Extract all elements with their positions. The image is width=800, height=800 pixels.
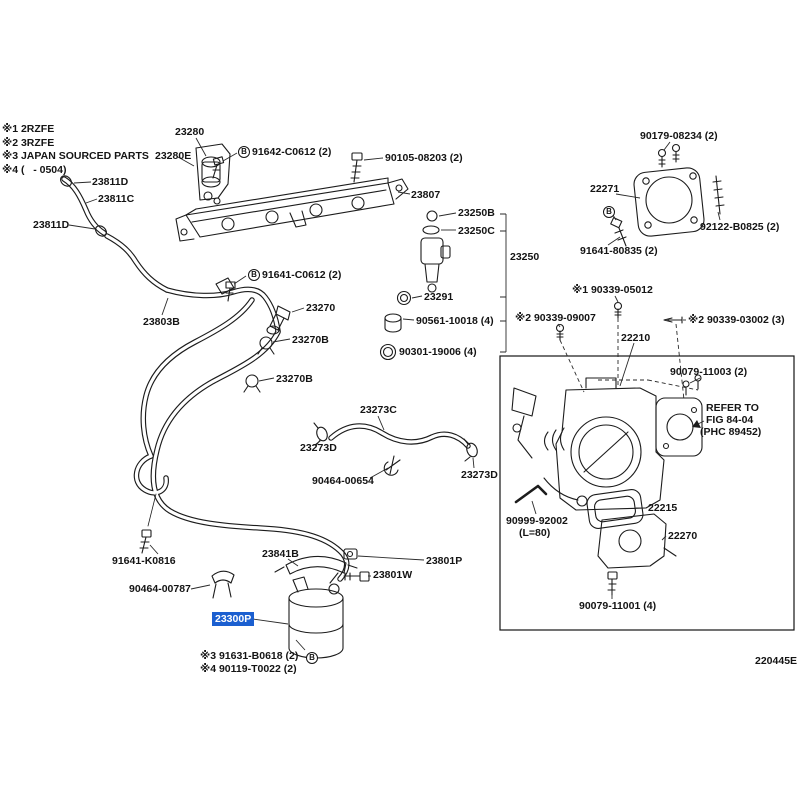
dashed-leader-lines [559, 318, 699, 401]
part-label-23291: 23291 [424, 291, 454, 303]
part-label-91641-80835: 91641-80835 (2) [580, 245, 658, 257]
grommet-23291 [396, 290, 412, 306]
bolt-23801w [343, 571, 370, 582]
b-marker-icon: B [248, 269, 260, 281]
body-22270 [597, 513, 677, 569]
part-label-90339-09007: ※2 90339-09007 [515, 312, 596, 324]
b-marker-icon: B [306, 652, 318, 664]
bolt-91641-80835 [610, 217, 627, 247]
bolts-90179-08234 [657, 143, 681, 168]
part-label-22215: 22215 [648, 502, 678, 514]
part-label-91641-k0816: 91641-K0816 [112, 555, 176, 567]
part-label-90179-08234: 90179-08234 (2) [640, 130, 718, 142]
gasket-22215 [586, 489, 644, 529]
damper-23270 [266, 305, 291, 335]
part-label-90105-08203: 90105-08203 (2) [385, 152, 463, 164]
note-3: ※3 JAPAN SOURCED PARTS [2, 150, 149, 162]
part-label-91631-b0618: ※3 91631-B0618 (2) [200, 650, 299, 662]
part-label-b-marker-2: B [306, 652, 318, 664]
part-label-90561-10018: 90561-10018 (4) [416, 315, 494, 327]
oring-90301 [379, 343, 397, 361]
hoses-and-pipes [61, 176, 471, 582]
part-label-90119-t0022: ※4 90119-T0022 (2) [200, 663, 297, 675]
part-label-22271: 22271 [590, 183, 620, 195]
part-label-90464-00787: 90464-00787 [129, 583, 191, 595]
part-label-23270b-2: 23270B [276, 373, 313, 385]
part-label-23250c: 23250C [458, 225, 495, 237]
part-label-23250b: 23250B [458, 207, 495, 219]
drawing-number: 220445E [755, 655, 798, 667]
part-label-refer-line-1: REFER TO [706, 402, 759, 414]
part-label-23300p[interactable]: 23300P [212, 612, 255, 626]
injector-23250 [420, 210, 451, 293]
bolt-91642-c0612 [212, 156, 225, 179]
part-label-refer-line-3: (PHC 89452) [700, 426, 762, 438]
part-label-22210: 22210 [621, 332, 651, 344]
bolt-91641-k0816 [139, 529, 152, 554]
b-marker-icon: B [603, 206, 615, 218]
part-label-22270: 22270 [668, 530, 698, 542]
screws-90339 [555, 301, 683, 341]
part-label-23801w: 23801W [373, 569, 413, 581]
bracket-23841b [274, 555, 358, 575]
part-label-90464-00654: 90464-00654 [312, 475, 374, 487]
throttle-body-22210 [511, 377, 703, 511]
part-label-23273c: 23273C [360, 404, 397, 416]
part-label-90301-19006: 90301-19006 (4) [399, 346, 477, 358]
part-label-23811d-1: 23811D [92, 176, 129, 188]
note-1: ※1 2RZFE [2, 123, 55, 135]
b-marker-icon: B [238, 146, 250, 158]
part-label-23270b-1: 23270B [292, 334, 329, 346]
bolt-90105-08203 [350, 152, 363, 183]
clamp-23270b-1 [257, 336, 275, 355]
part-label-90339-03002: ※2 90339-03002 (3) [688, 314, 785, 326]
refer-arrow-icon [692, 420, 705, 428]
pressure-regulator-23280 [195, 143, 231, 205]
fuel-filter-23300 [288, 572, 344, 659]
note-4: ※4 ( - 0504) [2, 163, 67, 176]
part-label-90999-92002: 90999-92002 [506, 515, 568, 527]
insulator-90561 [384, 313, 402, 333]
part-label-90999-92002-len: (L=80) [519, 527, 551, 539]
part-label-23803b: 23803B [143, 316, 180, 328]
clamp-90464-00654 [383, 455, 401, 476]
note-2: ※2 3RZFE [2, 136, 55, 149]
part-label-b-marker-1: B [603, 206, 615, 218]
part-label-90079-11001: 90079-11001 (4) [579, 600, 657, 612]
bolt-91641-c0612 [225, 281, 236, 302]
notes-block: ※1 2RZFE※2 3RZFE※3 JAPAN SOURCED PARTS※4… [2, 123, 149, 177]
part-label-23841b: 23841B [262, 548, 299, 560]
part-label-90339-05012: ※1 90339-05012 [572, 284, 653, 296]
part-label-23811c: 23811C [98, 193, 135, 205]
part-label-23280e: 23280E [155, 150, 192, 162]
gasket-22271 [633, 167, 705, 237]
part-label-92122-b0825: 92122-B0825 (2) [700, 221, 780, 233]
part-label-23801p: 23801P [426, 555, 463, 567]
part-label-90079-11003: 90079-11003 (2) [670, 366, 748, 378]
part-label-23280: 23280 [175, 126, 205, 138]
throttle-detail-box [499, 355, 795, 631]
stud-92122-b0825 [712, 175, 725, 215]
part-label-23270: 23270 [306, 302, 336, 314]
part-label-23273d-2: 23273D [461, 469, 498, 481]
clamp-23270b-2 [243, 374, 261, 393]
bolts-90079-11003 [682, 374, 702, 396]
part-label-23250: 23250 [510, 251, 540, 263]
part-label-refer-line-2: FIG 84-04 [706, 414, 754, 426]
part-label-23273d-1: 23273D [300, 442, 337, 454]
leader-lines [68, 137, 721, 651]
part-label-23807: 23807 [411, 189, 441, 201]
part-label-23811d-2: 23811D [33, 219, 70, 231]
clip-90464-00787 [211, 570, 235, 599]
clamp-23273d-2 [463, 438, 478, 462]
union-23801p [343, 548, 358, 560]
fuel-rail-23807 [175, 177, 409, 242]
hex-key-90999-92002 [514, 484, 548, 504]
